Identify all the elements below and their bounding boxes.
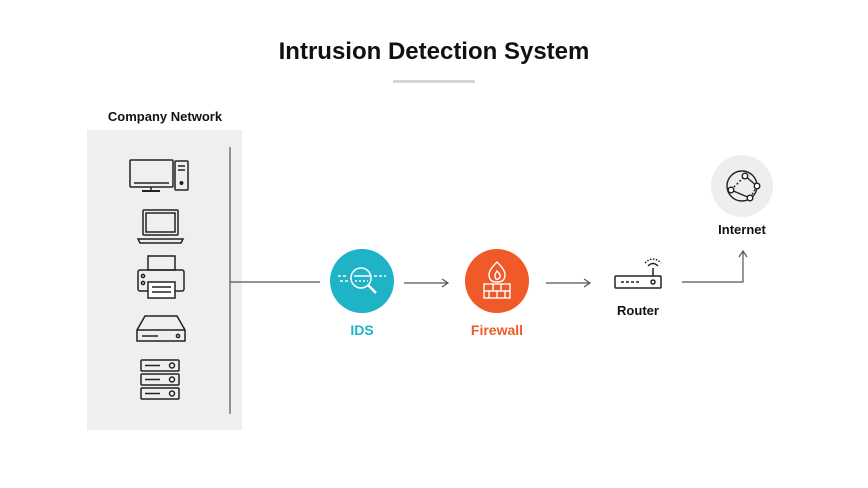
- server-rack-icon: [140, 359, 180, 400]
- internet-label: Internet: [718, 222, 766, 237]
- ids-label: IDS: [350, 322, 374, 338]
- firewall-label: Firewall: [470, 322, 524, 338]
- ids-node: [330, 249, 394, 313]
- company-network-panel: [87, 130, 242, 430]
- desktop-computer-icon: [129, 159, 189, 192]
- firewall-icon: [483, 261, 511, 299]
- firewall-node: [465, 249, 529, 313]
- storage-drive-icon: [136, 315, 186, 342]
- globe-network-icon: [711, 155, 773, 217]
- magnifier-icon: [338, 267, 386, 294]
- title-underline: [393, 80, 475, 83]
- company-network-label: Company Network: [107, 109, 223, 124]
- arrow-router-to-internet: [682, 249, 748, 283]
- router-icon: [614, 258, 662, 289]
- laptop-icon: [136, 209, 185, 244]
- router-label: Router: [617, 303, 659, 318]
- ids-circle: [330, 249, 394, 313]
- diagram-title: Intrusion Detection System: [278, 38, 590, 65]
- firewall-circle: [465, 249, 529, 313]
- printer-icon: [137, 255, 185, 299]
